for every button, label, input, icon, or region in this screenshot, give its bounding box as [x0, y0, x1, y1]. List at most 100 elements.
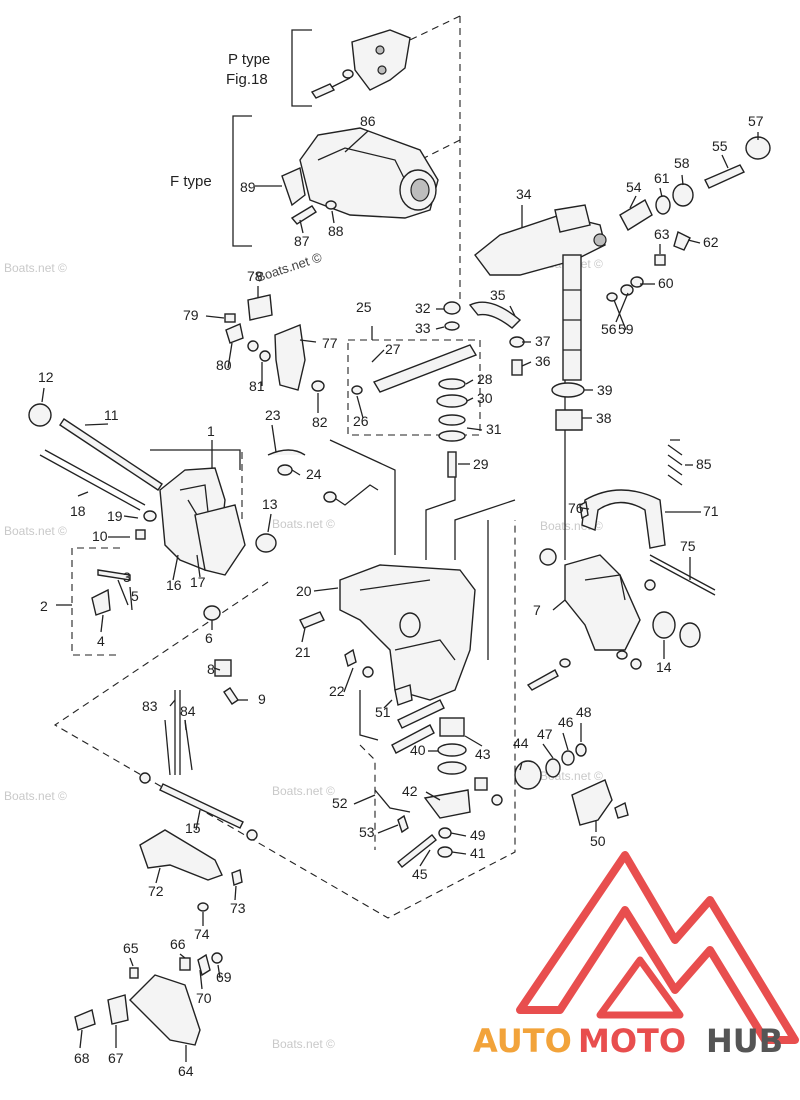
bottom-left-parts [74, 690, 258, 1046]
callout-leader-line [435, 326, 445, 330]
callout-leader-line [552, 599, 566, 611]
callout-label-81: 81 [249, 378, 265, 394]
callout-label-29: 29 [473, 456, 489, 472]
callout-label-36: 36 [535, 353, 551, 369]
callout-label-21: 21 [295, 644, 311, 660]
callout-label-15: 15 [185, 820, 201, 836]
callout-label-8: 8 [207, 661, 215, 677]
callout-label-75: 75 [680, 538, 696, 554]
callout-label-79: 79 [183, 307, 199, 323]
callout-leader-line [721, 154, 729, 169]
callout-label-58: 58 [674, 155, 690, 171]
callout-label-73: 73 [230, 900, 246, 916]
callout-leader-line [687, 239, 701, 244]
callout-label-67: 67 [108, 1050, 124, 1066]
f-type-title: F type [170, 173, 212, 190]
callout-label-28: 28 [477, 371, 493, 387]
callout-leader-line [356, 395, 364, 419]
callout-leader-line [383, 699, 393, 709]
callout-leader-line [217, 964, 221, 979]
callout-leader-line [179, 953, 186, 959]
callout-leader-line [353, 794, 376, 805]
callout-label-87: 87 [294, 233, 310, 249]
callout-label-64: 64 [178, 1063, 194, 1079]
callout-label-31: 31 [486, 421, 502, 437]
p-type-title: P type [228, 51, 270, 68]
callout-label-23: 23 [265, 407, 281, 423]
lever-group-part [224, 294, 325, 392]
callout-leader-line [196, 554, 201, 578]
callout-leader-line [117, 579, 129, 606]
callout-label-13: 13 [262, 496, 278, 512]
callout-leader-line [331, 210, 335, 224]
watermark-text: Boats.net © [4, 524, 67, 538]
callout-label-33: 33 [415, 320, 431, 336]
callout-label-10: 10 [92, 528, 108, 544]
callout-leader-line [84, 423, 109, 426]
callout-leader-line [466, 427, 483, 431]
boats-net-label: Boats.net © [254, 249, 324, 284]
p-type-figure-ref: Fig.18 [226, 71, 268, 88]
callout-leader-line [371, 349, 385, 363]
watermark-text: Boats.net © [272, 1037, 335, 1051]
callout-label-66: 66 [170, 936, 186, 952]
callout-leader-line [169, 699, 176, 707]
callout-leader-line [313, 587, 339, 592]
logo-mountain-shape [516, 851, 799, 1044]
automotohub-logo: AUTO MOTO HUB [473, 851, 799, 1060]
callout-leader-line [267, 513, 272, 533]
callout-label-2: 2 [40, 598, 48, 614]
callout-label-54: 54 [626, 179, 642, 195]
callout-leader-line [659, 187, 663, 198]
callout-label-6: 6 [205, 630, 213, 646]
clamp-bracket-part [91, 449, 379, 705]
callout-leader-line [77, 491, 89, 497]
callout-leader-line [291, 469, 301, 476]
callout-leader-line [227, 342, 233, 369]
callout-label-57: 57 [748, 113, 764, 129]
callout-label-78: 78 [247, 268, 263, 284]
callout-label-9: 9 [258, 691, 266, 707]
callout-label-69: 69 [216, 969, 232, 985]
callout-label-34: 34 [516, 186, 532, 202]
callout-label-4: 4 [97, 633, 105, 649]
steering-bracket-part [351, 136, 771, 478]
p-type-bracket-part [310, 29, 411, 99]
callout-leader-line [195, 809, 201, 831]
watermark-text: Boats.net © [272, 784, 335, 798]
callout-leader-line [184, 719, 187, 731]
callout-leader-line [466, 397, 474, 402]
callout-label-45: 45 [412, 866, 428, 882]
callout-leader-line [465, 379, 474, 385]
callout-leader-line [100, 614, 104, 633]
callout-label-25: 25 [356, 299, 372, 315]
callout-label-84: 84 [180, 703, 196, 719]
callout-leader-line [419, 849, 431, 867]
callout-leader-line [343, 667, 354, 693]
callout-label-61: 61 [654, 170, 670, 186]
callout-leader-line [450, 832, 467, 837]
callout-label-30: 30 [477, 390, 493, 406]
callout-leader-line [199, 969, 203, 990]
callout-leader-line [79, 1029, 83, 1049]
callout-label-18: 18 [70, 503, 86, 519]
f-type-handle-part [281, 127, 439, 225]
callout-label-40: 40 [410, 742, 426, 758]
callout-leader-line [425, 791, 441, 801]
callout-label-3: 3 [123, 569, 131, 585]
callout-label-85: 85 [696, 456, 712, 472]
callout-label-24: 24 [306, 466, 322, 482]
callout-label-47: 47 [537, 726, 553, 742]
callout-label-70: 70 [196, 990, 212, 1006]
callout-leader-line [299, 219, 304, 234]
callout-leader-line [377, 824, 399, 834]
callout-label-22: 22 [329, 683, 345, 699]
callout-label-27: 27 [385, 341, 401, 357]
logo-word-auto: AUTO [473, 1022, 572, 1060]
callout-label-11: 11 [104, 407, 119, 423]
callout-leader-line [299, 339, 317, 343]
assembly-lines [53, 15, 566, 919]
watermark-text: Boats.net © [4, 261, 67, 275]
callout-label-56: 56 [601, 321, 617, 337]
callout-leader-line [464, 735, 483, 747]
